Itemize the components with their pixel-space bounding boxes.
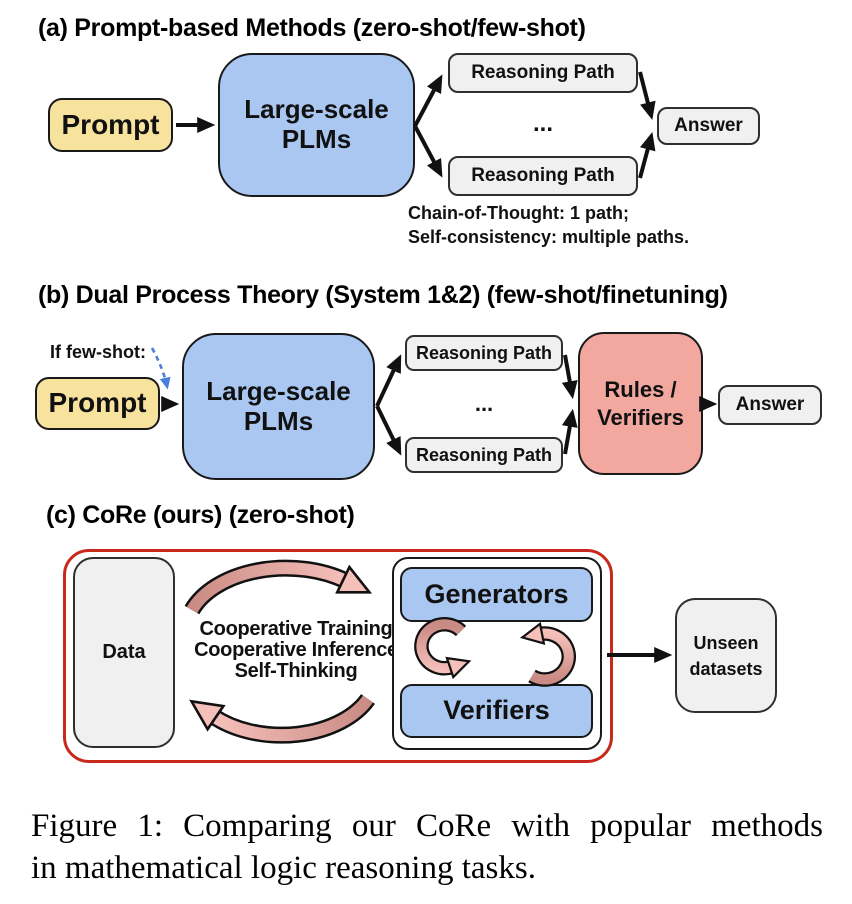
reasoning-path-label-b-bottom: Reasoning Path [415, 444, 553, 465]
prompt-label-a: Prompt [61, 108, 160, 140]
ellipsis-b: ... [474, 391, 494, 416]
prompt-label-b: Prompt [48, 387, 147, 419]
prompt-box-b: Prompt [35, 377, 160, 430]
data-label: Data [102, 641, 146, 663]
arrow-a-plms-to-path-bottom [413, 125, 443, 178]
note-line2: Self-consistency: multiple paths. [408, 227, 690, 247]
prompt-box-a: Prompt [48, 98, 173, 152]
unseen-datasets-box: Unseen datasets [675, 598, 777, 713]
answer-label-b: Answer [735, 394, 805, 416]
arrow-b-path-top-to-rules [561, 354, 578, 400]
cooperative-text-block: Cooperative Training Cooperative Inferen… [188, 619, 404, 682]
answer-label-a: Answer [674, 115, 743, 137]
panel-c-title: (c) CoRe (ours) (zero-shot) [46, 501, 355, 529]
panel-b-title: (b) Dual Process Theory (System 1&2) (fe… [38, 281, 728, 309]
rules-verifiers-line2: Verifiers [597, 404, 684, 430]
ellipsis-a: ... [532, 110, 553, 137]
generators-label: Generators [424, 578, 569, 609]
cooperative-line3: Self-Thinking [234, 660, 358, 682]
plms-label-b-line1: Large-scale [206, 375, 351, 406]
figure-caption-line2: in mathematical logic reasoning tasks. [31, 850, 536, 886]
unseen-datasets-line1: Unseen [693, 632, 759, 653]
arrow-b-plms-to-path-bottom [375, 405, 402, 456]
if-few-shot-label: If few-shot: [50, 342, 146, 362]
arrow-b-plms-to-path-top [375, 354, 402, 407]
reasoning-path-box-a-top: Reasoning Path [448, 53, 638, 93]
plms-box-b: Large-scale PLMs [182, 333, 375, 480]
verifiers-box: Verifiers [400, 684, 593, 738]
reasoning-path-label-a-bottom: Reasoning Path [471, 165, 615, 187]
reasoning-path-label-a-top: Reasoning Path [471, 62, 615, 84]
plms-label-b-line2: PLMs [243, 405, 314, 436]
rules-verifiers-line1: Rules / [604, 377, 677, 402]
reasoning-path-label-b-top: Reasoning Path [415, 342, 553, 363]
verifiers-label: Verifiers [443, 695, 550, 726]
arrow-a-path-bottom-to-answer [638, 131, 656, 179]
arrow-b-path-bottom-to-rules [561, 408, 578, 455]
generators-box: Generators [400, 567, 593, 622]
answer-box-b: Answer [718, 385, 822, 425]
data-box: Data [73, 557, 175, 748]
unseen-datasets-line2: datasets [689, 658, 763, 679]
figure-caption-line1: Figure 1: Comparing our CoRe with popula… [31, 808, 823, 844]
reasoning-path-box-b-bottom: Reasoning Path [405, 437, 563, 473]
note-line1: Chain-of-Thought: 1 path; [408, 203, 629, 223]
answer-box-a: Answer [657, 107, 760, 145]
reasoning-path-box-b-top: Reasoning Path [405, 335, 563, 371]
plms-label-a-line1: Large-scale [244, 94, 389, 125]
arrow-a-plms-to-path-top [413, 74, 443, 127]
plms-box-a: Large-scale PLMs [218, 53, 415, 197]
panel-a-note: Chain-of-Thought: 1 path; Self-consisten… [408, 201, 689, 249]
arrow-a-path-top-to-answer [638, 71, 656, 121]
panel-a-title: (a) Prompt-based Methods (zero-shot/few-… [38, 14, 586, 42]
cooperative-line1: Cooperative Training [199, 618, 393, 640]
cooperative-line2: Cooperative Inference [194, 639, 398, 661]
reasoning-path-box-a-bottom: Reasoning Path [448, 156, 638, 196]
plms-label-a-line2: PLMs [281, 124, 352, 154]
rules-verifiers-box: Rules / Verifiers [578, 332, 703, 475]
